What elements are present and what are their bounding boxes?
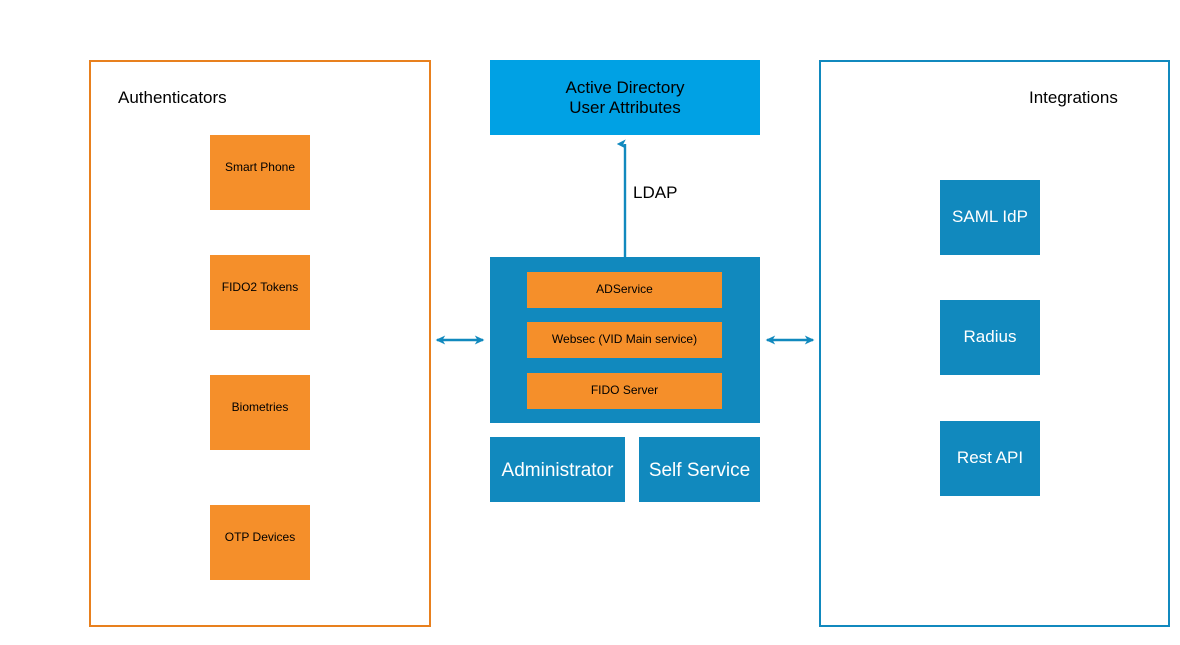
integrations-panel-title: Integrations (1029, 88, 1118, 107)
authenticator-node-fido2-tokens[interactable]: FIDO2 Tokens (210, 255, 310, 330)
service-node-label: FIDO Server (590, 383, 659, 398)
authenticator-node-biometries[interactable]: Biometries (210, 375, 310, 450)
integration-node-saml-idp[interactable]: SAML IdP (940, 180, 1040, 255)
portal-node-label: Administrator (501, 459, 614, 481)
integrations-panel (819, 60, 1170, 627)
authenticators-panel (89, 60, 431, 627)
portal-node-label: Self Service (648, 459, 751, 481)
integration-node-label: Rest API (956, 447, 1024, 467)
authenticator-node-label: Biometries (231, 399, 289, 414)
service-node-websec[interactable]: Websec (VID Main service) (527, 322, 722, 358)
portal-node-self-service[interactable]: Self Service (639, 437, 760, 502)
integration-node-label: SAML IdP (952, 206, 1028, 226)
authenticator-node-label: FIDO2 Tokens (221, 279, 299, 294)
integration-node-rest-api[interactable]: Rest API (940, 421, 1040, 496)
active-directory-label: Active Directory User Attributes (565, 77, 685, 117)
integration-node-radius[interactable]: Radius (940, 300, 1040, 375)
ldap-edge-label: LDAP (633, 183, 678, 202)
authenticator-node-label: OTP Devices (224, 529, 296, 544)
service-node-fido-server[interactable]: FIDO Server (527, 373, 722, 409)
authenticators-panel-title: Authenticators (118, 88, 227, 107)
service-node-adservice[interactable]: ADService (527, 272, 722, 308)
portal-node-administrator[interactable]: Administrator (490, 437, 625, 502)
integration-node-label: Radius (963, 326, 1017, 346)
authenticator-node-label: Smart Phone (224, 159, 296, 174)
active-directory-node[interactable]: Active Directory User Attributes (490, 60, 760, 135)
authenticator-node-smart-phone[interactable]: Smart Phone (210, 135, 310, 210)
authenticator-node-otp-devices[interactable]: OTP Devices (210, 505, 310, 580)
service-node-label: ADService (596, 282, 653, 297)
service-node-label: Websec (VID Main service) (551, 332, 698, 347)
